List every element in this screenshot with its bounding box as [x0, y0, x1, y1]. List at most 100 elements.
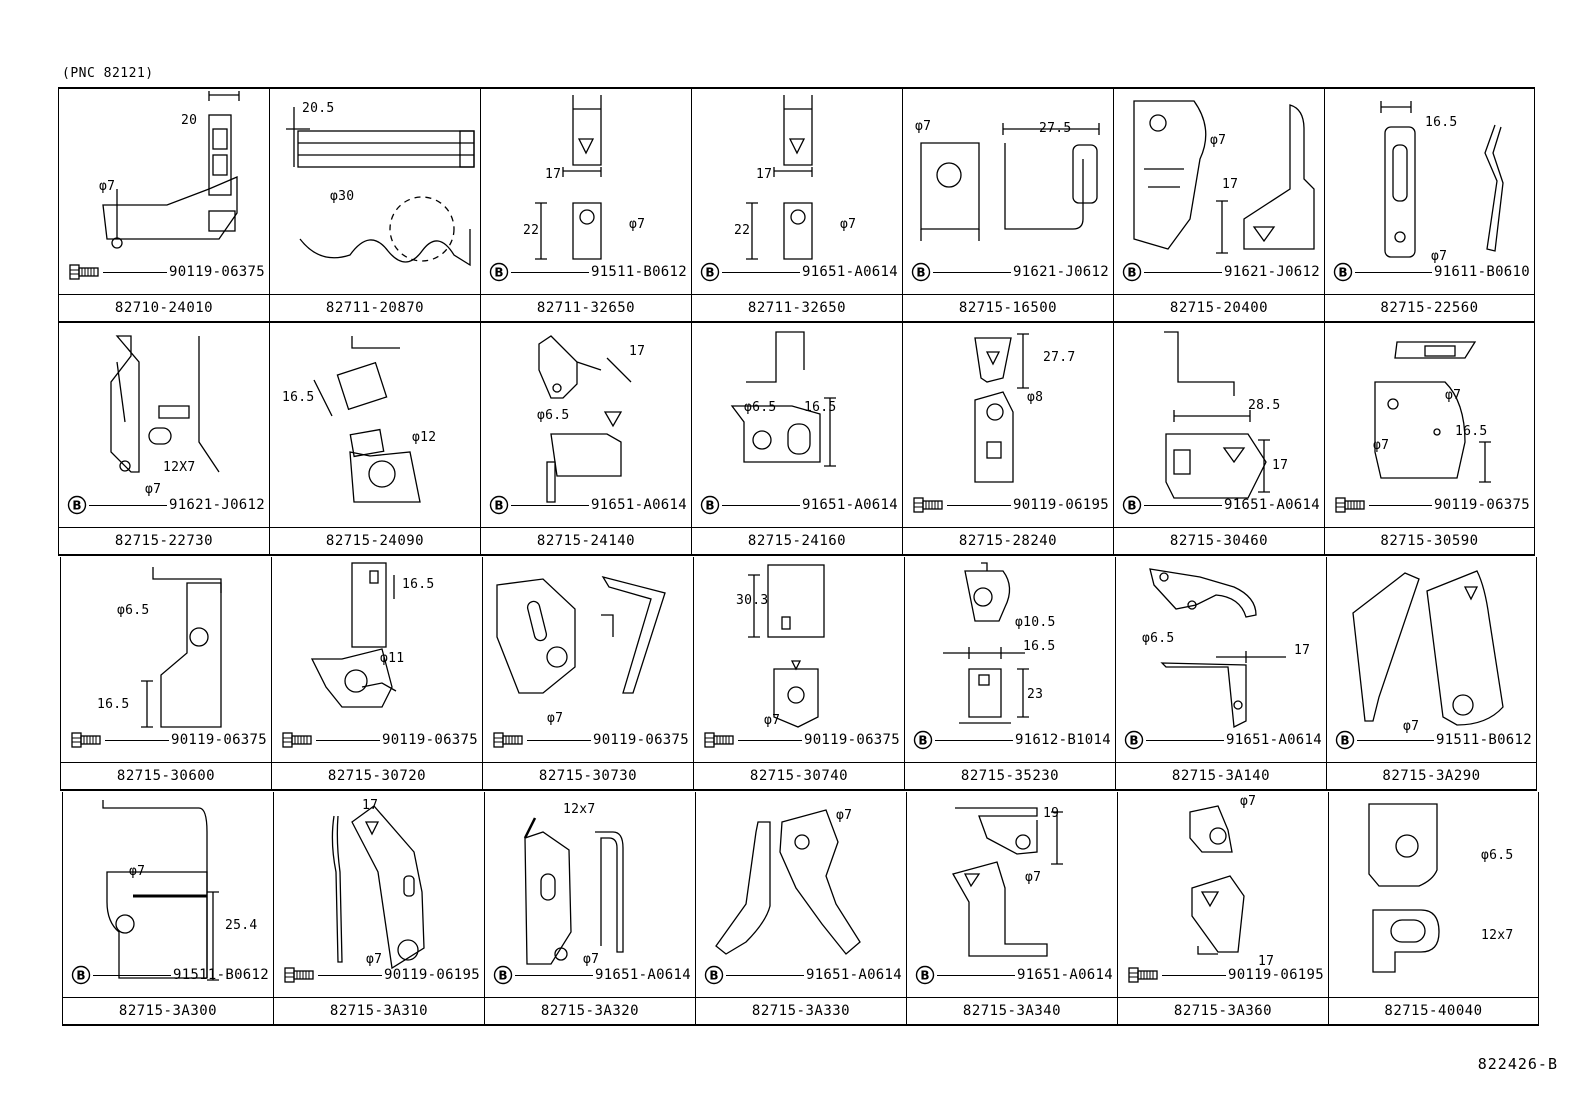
- dimension-label: φ7: [1025, 870, 1042, 885]
- part-number: 82715-22730: [59, 527, 269, 556]
- dimension-label: 20: [181, 113, 198, 128]
- part-number: 82715-3A320: [485, 997, 695, 1026]
- b-bolt-symbol-icon: B: [915, 965, 935, 985]
- svg-text:B: B: [498, 969, 507, 983]
- bolt-part-number: 91651-A0614: [594, 967, 691, 983]
- hex-bolt-icon: [282, 732, 312, 748]
- b-bolt-symbol-icon: B: [489, 262, 509, 282]
- part-drawing: [746, 95, 813, 260]
- leader-line: [316, 739, 380, 741]
- part-number: 82715-3A140: [1116, 762, 1326, 791]
- dimension-label: 22: [734, 223, 751, 238]
- b-bolt-symbol-icon: B: [700, 495, 720, 515]
- svg-text:B: B: [1338, 266, 1347, 280]
- leader-line: [722, 271, 800, 273]
- part-number: 82715-30460: [1114, 527, 1324, 556]
- dimension-label: 16.5: [1425, 115, 1458, 130]
- b-bolt-symbol-icon: B: [704, 965, 724, 985]
- part-number: 82715-3A360: [1118, 997, 1328, 1026]
- dimension-label: 12X7: [163, 460, 196, 475]
- dimension-label: φ7: [764, 713, 781, 728]
- part-number: 82711-20870: [270, 294, 480, 323]
- leader-line: [511, 504, 589, 506]
- hex-bolt-icon: [704, 732, 734, 748]
- bolt-part-number: 91511-B0612: [1435, 732, 1532, 748]
- leader-line: [1369, 504, 1432, 506]
- part-number: 82715-30720: [272, 762, 482, 791]
- dimension-label: φ7: [1210, 133, 1227, 148]
- part-drawing: [535, 95, 602, 260]
- part-drawing: [715, 809, 861, 955]
- bolt-part-number: 91651-A0614: [1225, 732, 1322, 748]
- bolt-part-number: 91612-B1014: [1014, 732, 1111, 748]
- drawing-reference: 822426-B: [1477, 1055, 1558, 1073]
- dimension-label: φ6.5: [744, 400, 777, 415]
- leader-line: [1355, 271, 1432, 273]
- dimension-label: 16.5: [402, 577, 435, 592]
- hex-bolt-icon: [493, 732, 523, 748]
- leader-line: [1146, 739, 1224, 741]
- bolt-callout: B 91621-J0612: [1122, 261, 1320, 283]
- part-number: 82715-30740: [694, 762, 904, 791]
- dimension-label: φ7: [1445, 388, 1462, 403]
- bolt-part-number: 91511-B0612: [590, 264, 687, 280]
- bolt-part-number: 91621-J0612: [1223, 264, 1320, 280]
- part-drawing: [1149, 568, 1286, 729]
- bolt-part-number: 90119-06375: [592, 732, 689, 748]
- part-number: 82715-3A330: [696, 997, 906, 1026]
- dimension-label: 12x7: [1481, 928, 1514, 943]
- b-bolt-symbol-icon: B: [1335, 730, 1355, 750]
- dimension-label: φ7: [583, 952, 600, 967]
- svg-text:B: B: [1127, 266, 1136, 280]
- svg-text:B: B: [705, 499, 714, 513]
- dimension-label: φ7: [366, 952, 383, 967]
- part-drawing: [952, 807, 1063, 957]
- bolt-callout: 90119-06375: [67, 261, 265, 283]
- dimension-label: φ7: [1240, 794, 1257, 809]
- leader-line: [515, 974, 593, 976]
- part-drawing: [920, 123, 1100, 241]
- hex-bolt-icon: [913, 497, 943, 513]
- part-number: 82715-22560: [1325, 294, 1534, 323]
- svg-text:B: B: [494, 266, 503, 280]
- part-drawing: [523, 817, 624, 965]
- leader-line: [738, 739, 802, 741]
- dimension-label: 12x7: [563, 802, 596, 817]
- part-number: 82715-30600: [61, 762, 271, 791]
- dimension-label: φ7: [1403, 719, 1420, 734]
- dimension-label: φ6.5: [1142, 631, 1175, 646]
- b-bolt-symbol-icon: B: [489, 495, 509, 515]
- part-drawing: [496, 575, 666, 694]
- dimension-label: 17: [756, 167, 773, 182]
- part-number: 82715-28240: [903, 527, 1113, 556]
- dimension-label: 17: [1222, 177, 1239, 192]
- leader-line: [947, 504, 1011, 506]
- leader-line: [89, 504, 167, 506]
- b-bolt-symbol-icon: B: [71, 965, 91, 985]
- part-number: 82715-24090: [270, 527, 480, 556]
- bolt-callout: 90119-06375: [280, 729, 478, 751]
- part-drawing: [748, 564, 825, 728]
- dimension-label: φ7: [1373, 438, 1390, 453]
- bolt-callout: 90119-06375: [702, 729, 900, 751]
- dimension-label: φ7: [129, 864, 146, 879]
- b-bolt-symbol-icon: B: [493, 965, 513, 985]
